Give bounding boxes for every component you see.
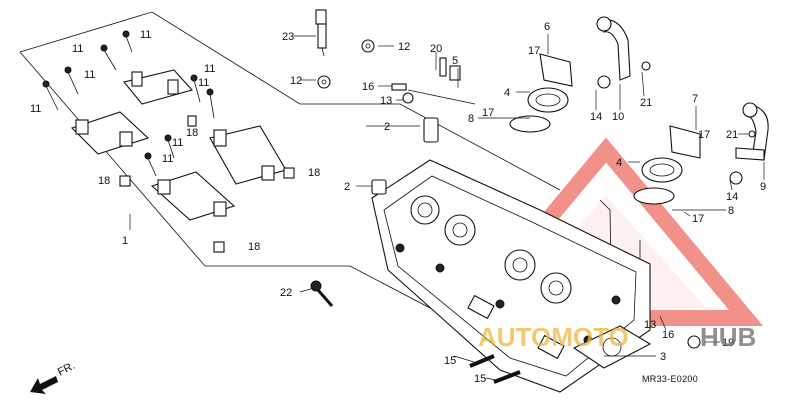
callout-8-lower: 8	[728, 205, 734, 217]
washer-bolt-12-lower	[317, 75, 331, 89]
callout-14-lower: 14	[726, 191, 738, 203]
callout-18-c: 18	[308, 167, 320, 179]
plug-19	[687, 335, 701, 349]
fitting-20-5	[439, 57, 461, 81]
callout-20: 20	[430, 43, 442, 55]
pipe-lower	[729, 102, 769, 185]
watermark-wordmark: AUTOMOTO HUB	[478, 322, 756, 352]
callout-17-a: 17	[528, 45, 540, 57]
sleeve-2-upper	[423, 117, 439, 143]
callout-12-lower: 12	[290, 75, 302, 87]
callout-22: 22	[280, 287, 292, 299]
callout-7: 7	[692, 93, 698, 105]
assembly-outline	[19, 11, 641, 331]
insulator-upper	[509, 53, 573, 133]
front-direction-arrow	[30, 376, 58, 394]
callout-labels: 1 2 2 3 4 4 5 6 7 8 8 9 10 11 11 11 11 1…	[30, 21, 766, 385]
callout-1: 1	[122, 235, 128, 247]
callout-11-c: 11	[84, 69, 95, 81]
callout-11-b: 11	[72, 43, 83, 55]
callout-18-d: 18	[248, 241, 260, 253]
insulator-lower	[633, 125, 701, 205]
cam-holder-bolts	[42, 30, 215, 177]
watermark-word-right: HUB	[700, 322, 756, 352]
sleeve-2-lower	[371, 179, 387, 195]
callout-13-top: 13	[380, 95, 392, 107]
callout-14-upper: 14	[590, 111, 602, 123]
callout-16-lower: 16	[662, 329, 674, 341]
cylinder-head	[371, 159, 651, 393]
callout-21-upper: 21	[640, 97, 652, 109]
callout-15-upper: 15	[444, 355, 456, 367]
pipe-upper	[596, 16, 651, 89]
callout-11-f: 11	[198, 77, 209, 89]
bolt-22	[310, 280, 334, 307]
callout-11-g: 11	[172, 137, 183, 149]
callout-9: 9	[760, 181, 766, 193]
callout-5: 5	[452, 55, 458, 67]
callout-10: 10	[612, 111, 624, 123]
callout-11-h: 11	[162, 153, 173, 165]
callout-17-b: 17	[482, 107, 494, 119]
bolt-16-13	[391, 83, 414, 104]
callout-21-lower: 21	[726, 129, 738, 141]
watermark-word-left: AUTOMOTO	[478, 322, 629, 352]
gasket-part	[572, 325, 652, 369]
cam-holder-1	[123, 69, 194, 105]
callout-11-a: 11	[140, 29, 151, 41]
callout-2-upper: 2	[384, 121, 390, 133]
callout-18-b: 18	[98, 175, 110, 187]
callout-13-lower: 13	[644, 319, 656, 331]
front-direction-label: FR.	[56, 360, 77, 379]
callout-4-upper: 4	[504, 87, 510, 99]
cam-holder-4	[150, 171, 236, 221]
stud-bolts	[469, 354, 521, 384]
callout-3: 3	[660, 351, 666, 363]
dowel-pins	[119, 115, 295, 253]
cam-holder-3	[209, 125, 287, 185]
callout-11-d: 11	[30, 103, 41, 115]
cam-holder-2	[70, 111, 150, 155]
spark-plug	[315, 9, 327, 57]
callout-2-lower: 2	[344, 181, 350, 193]
callout-12-top: 12	[398, 41, 410, 53]
callout-8-upper: 8	[468, 113, 474, 125]
callout-4-lower: 4	[616, 157, 622, 169]
callout-6: 6	[544, 21, 550, 33]
callout-18-a: 18	[186, 127, 198, 139]
callout-11-e: 11	[204, 63, 215, 75]
callout-17-d: 17	[692, 213, 704, 225]
callout-17-c: 17	[698, 129, 710, 141]
callout-23: 23	[282, 31, 294, 43]
callout-16-top: 16	[362, 81, 374, 93]
callout-19: 19	[722, 337, 734, 349]
leader-lines	[129, 34, 765, 381]
drawing-code: MR33-E0200	[642, 374, 698, 384]
callout-15-lower: 15	[474, 373, 486, 385]
washer-bolt-12-top	[361, 39, 375, 53]
